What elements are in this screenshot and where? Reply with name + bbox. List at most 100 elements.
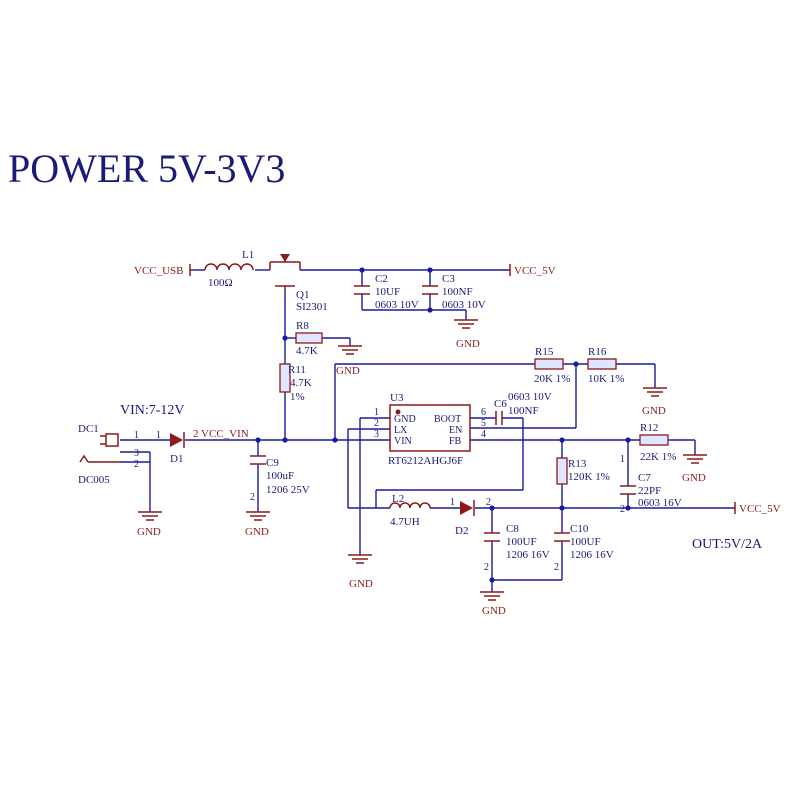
L2-value: 4.7UH: [390, 516, 420, 528]
C6-ref: C6: [494, 398, 507, 410]
D2-ref: D2: [455, 525, 468, 537]
C10-package: 1206 16V: [570, 549, 614, 561]
U3-pin6-number: 6: [481, 407, 486, 418]
U3-pin-fb-label: FB: [449, 436, 462, 447]
R12-value: 22K 1%: [640, 451, 676, 463]
Q1-mosfet-symbol: [269, 254, 301, 290]
C6-value: 100NF: [508, 405, 539, 417]
D1-ref: D1: [170, 453, 183, 465]
U3-value: RT6212AHGJ6F: [388, 455, 463, 467]
R11-value: 4.7K: [290, 377, 312, 389]
gnd-label-r12: GND: [682, 472, 706, 484]
C9-pin2: 2: [250, 492, 255, 503]
C7-pin1: 1: [620, 454, 625, 465]
L1-inductor-symbol: [204, 263, 254, 271]
net-label-vcc-vin: 2 VCC_VIN: [193, 428, 249, 440]
L1-value: 100Ω: [208, 277, 233, 289]
gnd-symbol-c9: [246, 511, 270, 521]
C2-ref: C2: [375, 273, 388, 285]
R15-ref: R15: [535, 346, 554, 358]
C2-capacitor-symbol: [354, 285, 370, 295]
R16-value: 10K 1%: [588, 373, 624, 385]
gnd-label-u3: GND: [349, 578, 373, 590]
gnd-label-c2c3: GND: [456, 338, 480, 350]
R13-resistor-symbol: [556, 457, 568, 485]
D1-diode-symbol: [170, 432, 185, 448]
gnd-symbol-r12: [683, 454, 707, 464]
R11-tolerance: 1%: [290, 391, 305, 403]
L1-ref: L1: [242, 249, 254, 261]
U3-pin-boot-label: BOOT: [434, 414, 461, 425]
gnd-label-dc1: GND: [137, 526, 161, 538]
R15-value: 20K 1%: [534, 373, 570, 385]
R13-value: 120K 1%: [568, 471, 610, 483]
C7-value: 22PF: [638, 485, 661, 497]
U3-pin2-number: 2: [374, 418, 379, 429]
C9-ref: C9: [266, 457, 279, 469]
C7-pin2: 2: [620, 504, 625, 515]
R16-ref: R16: [588, 346, 607, 358]
C2-package: 0603 10V: [375, 299, 419, 311]
C3-value: 100NF: [442, 286, 473, 298]
R12-resistor-symbol: [639, 434, 669, 446]
DC1-ref: DC1: [78, 423, 99, 435]
U3-ic-body: [389, 404, 471, 452]
gnd-symbol-r8: [338, 345, 362, 355]
U3-pin3-number: 3: [374, 429, 379, 440]
gnd-label-c9: GND: [245, 526, 269, 538]
DC1-pin2: 2: [134, 459, 139, 470]
R15-resistor-symbol: [534, 358, 564, 370]
vin-range-note: VIN:7-12V: [120, 403, 185, 418]
C7-package: 0603 16V: [638, 497, 682, 509]
U3-pin-vin-label: VIN: [394, 436, 412, 447]
DC1-pin1: 1: [156, 430, 161, 441]
DC1-value: DC005: [78, 474, 110, 486]
gnd-symbol-c8c10: [480, 591, 504, 601]
C3-package: 0603 10V: [442, 299, 486, 311]
C8-ref: C8: [506, 523, 519, 535]
page-title: POWER 5V-3V3: [8, 146, 285, 191]
U3-pin1-number: 1: [374, 407, 379, 418]
net-label-vcc-5v-out: VCC_5V: [739, 503, 781, 515]
gnd-symbol-r16: [643, 387, 667, 397]
gnd-symbol-u3: [348, 554, 372, 564]
R13-ref: R13: [568, 458, 587, 470]
net-label-vcc-usb: VCC_USB: [134, 265, 184, 277]
gnd-symbol-c2c3: [454, 319, 478, 329]
gnd-label-r16: GND: [642, 405, 666, 417]
C7-capacitor-symbol: [620, 485, 636, 495]
C10-pin2: 2: [554, 562, 559, 573]
C3-ref: C3: [442, 273, 455, 285]
D2-pin2-number: 2: [486, 497, 491, 508]
DC1-pin3: 3: [134, 448, 139, 459]
U3-pin-en-label: EN: [449, 425, 462, 436]
C3-capacitor-symbol: [422, 285, 438, 295]
C10-value: 100UF: [570, 536, 601, 548]
R12-ref: R12: [640, 422, 658, 434]
U3-ref: U3: [390, 392, 404, 404]
Q1-ref: Q1: [296, 289, 309, 301]
C2-value: 10UF: [375, 286, 400, 298]
D2-pin1-number: 1: [450, 497, 455, 508]
C10-capacitor-symbol: [554, 532, 570, 542]
C8-value: 100UF: [506, 536, 537, 548]
L2-ref: L2: [392, 493, 404, 505]
C8-capacitor-symbol: [484, 532, 500, 542]
L2-inductor-symbol: [389, 502, 431, 509]
C9-value: 100uF: [266, 470, 294, 482]
output-spec-note: OUT:5V/2A: [692, 537, 763, 552]
C6-package: 0603 10V: [508, 391, 552, 403]
C7-ref: C7: [638, 472, 651, 484]
R8-ref: R8: [296, 320, 309, 332]
gnd-label-r8: GND: [336, 365, 360, 377]
R11-resistor-symbol: [279, 363, 291, 393]
C9-package: 1206 25V: [266, 484, 310, 496]
Q1-value: SI2301: [296, 301, 328, 313]
DC1-pin1-inner: 1: [134, 430, 139, 441]
DC1-jack-symbol: [79, 433, 120, 463]
R8-resistor-symbol: [295, 332, 323, 344]
net-label-vcc-5v-top: VCC_5V: [514, 265, 556, 277]
U3-pin-lx-label: LX: [394, 425, 408, 436]
C9-capacitor-symbol: [250, 455, 266, 465]
